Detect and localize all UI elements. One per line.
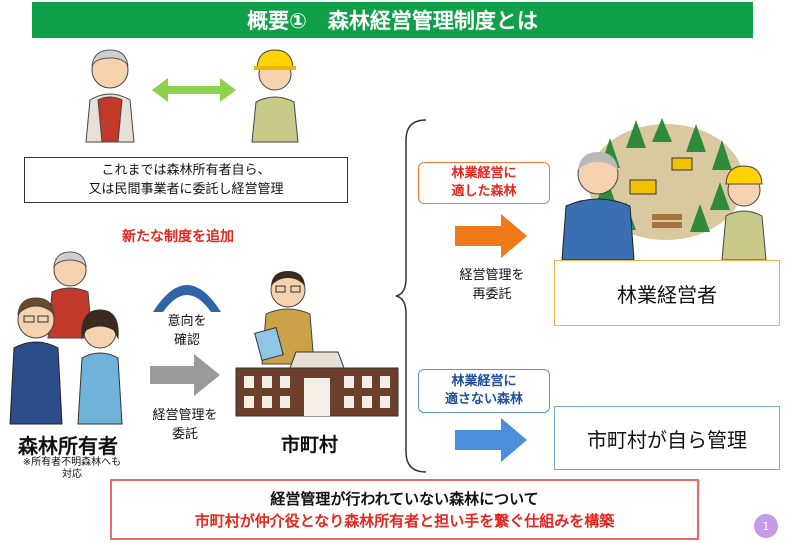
forest-owners-illustration — [9, 251, 123, 425]
consent-label: 意向を 確認 — [167, 314, 207, 348]
re-entrust-label: 経営管理を 再委託 — [459, 268, 525, 302]
entrust-arrow-icon — [150, 354, 220, 396]
self-manage-box: 市町村が自ら管理 — [554, 406, 780, 470]
helmet-worker-icon — [721, 165, 767, 260]
self-manage-arrow-icon — [455, 418, 527, 462]
summary-line-1: 経営管理が行われていない森林について — [270, 489, 539, 508]
log-pile-icon — [652, 214, 682, 228]
senior-operator-icon — [561, 152, 635, 260]
summary-box: 経営管理が行われていない森林について 市町村が仲介役となり森林所有者と担い手を繋… — [110, 479, 699, 540]
owner-worker-illustration — [85, 49, 299, 143]
forestry-operator-box: 林業経営者 — [554, 260, 780, 326]
municipality-label: 市町村 — [281, 434, 339, 456]
re-entrust-arrow-icon — [455, 214, 527, 258]
unsuitable-forest-label: 林業経営に 適さない森林 — [418, 369, 550, 413]
branch-bracket — [395, 119, 427, 473]
forestry-worker-icon — [251, 49, 299, 143]
previous-line-2: 又は民間事業者に委託し経営管理 — [88, 182, 284, 197]
owner-label: 森林所有者 — [18, 434, 118, 458]
double-arrow-icon — [152, 78, 236, 102]
summary-line-2: 市町村が仲介役となり森林所有者と担い手を繋ぐ仕組みを構築 — [194, 511, 615, 530]
municipality-illustration — [235, 271, 399, 417]
entrust-label: 経営管理を 委託 — [152, 408, 218, 442]
truck-icon — [629, 179, 657, 195]
elderly-owner-icon — [47, 251, 93, 339]
man-owner-icon — [9, 297, 63, 425]
woman-owner-icon — [77, 309, 123, 425]
official-icon — [254, 271, 315, 365]
owner-note: ※所有者不明森林へも 対応 — [22, 457, 122, 480]
suitable-forest-label: 林業経営に 適した森林 — [418, 162, 550, 204]
forestry-operator-illustration — [561, 152, 767, 260]
page-number-badge: 1 — [754, 514, 778, 538]
elderly-owner-icon — [85, 49, 135, 143]
previous-line-1: これまでは森林所有者自ら、 — [101, 163, 271, 178]
page-title-text: 概要① 森林経営管理制度とは — [247, 9, 538, 33]
excavator-icon — [671, 157, 693, 171]
previous-system-box: これまでは森林所有者自ら、 又は民間事業者に委託し経営管理 — [24, 157, 348, 203]
new-system-label: 新たな制度を追加 — [122, 229, 234, 245]
page-title: 概要① 森林経営管理制度とは — [32, 2, 753, 38]
consent-arc-icon — [153, 285, 221, 312]
town-hall-icon — [235, 351, 399, 417]
